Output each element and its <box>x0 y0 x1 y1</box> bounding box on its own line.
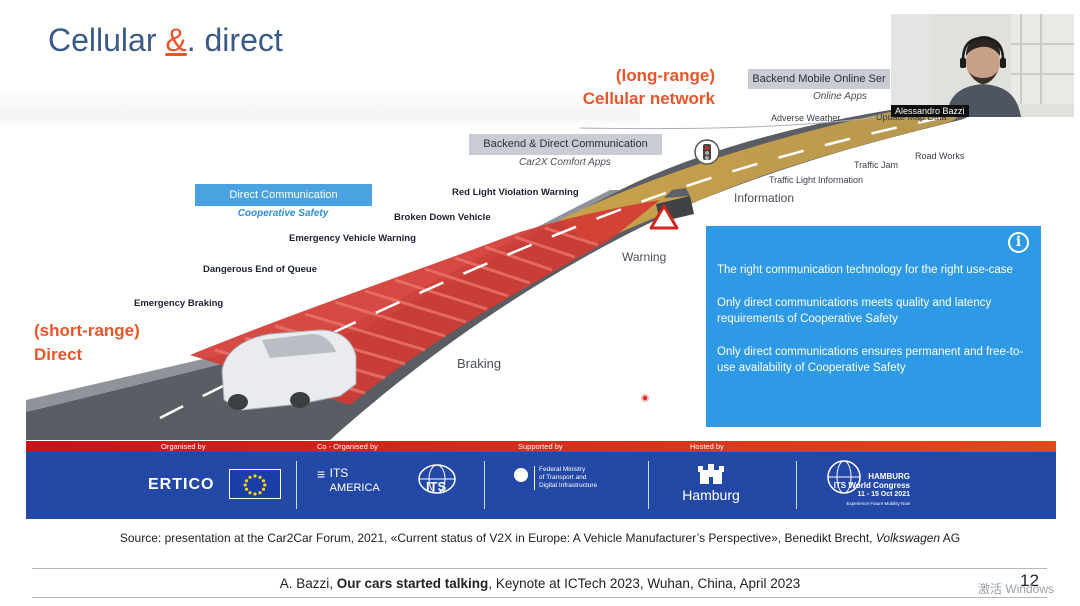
its-congress-globe-icon <box>824 457 864 497</box>
participant-name: Alessandro Bazzi <box>891 105 969 117</box>
car-illustration <box>221 329 357 411</box>
backend-direct-box: Backend & Direct Communication <box>469 134 662 155</box>
title-part2: . direct <box>186 22 283 58</box>
banner-supported-by: Supported by <box>518 442 563 451</box>
warning-triangle-icon <box>649 204 679 230</box>
source-citation: Source: presentation at the Car2Car Foru… <box>119 531 961 545</box>
car2x-apps-label: Car2X Comfort Apps <box>519 157 611 168</box>
eu-flag-icon <box>229 469 281 499</box>
road-edge-line <box>579 111 911 130</box>
banner-organised-by: Organised by <box>161 442 206 451</box>
info-paragraph-3: Only direct communications ensures perma… <box>717 346 1024 374</box>
traffic-light-icon <box>694 139 720 165</box>
use-case-red-light: Red Light Violation Warning <box>452 187 579 198</box>
info-road-works: Road Works <box>915 151 965 161</box>
its-america-logo: ≡ ITS AMERICA <box>317 466 380 494</box>
banner-red-strip <box>26 441 1056 452</box>
participant-video[interactable]: Alessandro Bazzi <box>891 14 1074 117</box>
footer-rule-bottom <box>32 597 1047 598</box>
banner-hosted-by: Hosted by <box>690 442 724 451</box>
backend-mobile-box: Backend Mobile Online Ser <box>748 69 890 89</box>
skyline-background <box>0 88 640 128</box>
windows-activation-watermark: 激活 Windows <box>978 582 1055 596</box>
banner-separator <box>796 461 797 509</box>
its-world-congress-logo: HAMBURG ITS World Congress 11 - 15 Oct 2… <box>833 472 910 506</box>
slide-footer: A. Bazzi, Our cars started talking, Keyn… <box>279 576 801 591</box>
use-case-emergency-braking: Emergency Braking <box>134 298 224 309</box>
participant-video-feed <box>891 14 1074 117</box>
banner-separator <box>296 461 297 509</box>
ertico-logo: ERTICO <box>148 476 215 493</box>
info-box: i The right communication technology for… <box>706 226 1041 427</box>
short-range-label: (short-range)Direct <box>34 321 140 364</box>
its-globe-logo: ITS <box>412 463 462 499</box>
hamburg-castle-icon <box>698 464 724 484</box>
direct-communication-box: Direct Communication <box>195 184 372 206</box>
info-update-map: Update Map Data <box>876 112 947 122</box>
use-case-broken-down: Broken Down Vehicle <box>394 212 491 223</box>
title-amp: & <box>165 22 187 58</box>
road-shoulder <box>26 190 620 412</box>
title-part1: Cellular <box>48 22 166 58</box>
online-apps-label: Online Apps <box>812 91 868 102</box>
footer-rule-top <box>32 568 1047 569</box>
info-traffic-light: Traffic Light Information <box>769 175 864 185</box>
zone-braking: Braking <box>457 356 502 371</box>
cooperative-safety-label: Cooperative Safety <box>237 208 329 219</box>
page-number: 12 <box>1020 571 1039 590</box>
banner-co-organised-by: Co - Organised by <box>317 442 378 451</box>
zone-information: Information <box>734 191 795 205</box>
sponsor-banner <box>26 452 1056 519</box>
banner-separator <box>484 461 485 509</box>
info-paragraph-1: The right communication technology for t… <box>717 264 1013 276</box>
info-icon: i <box>1008 232 1029 253</box>
use-case-emergency-vehicle: Emergency Vehicle Warning <box>289 233 416 244</box>
hamburg-logo: Hamburg <box>676 462 746 503</box>
federal-ministry-logo: Federal Ministry of Transport and Digita… <box>514 466 597 490</box>
zone-warning: Warning <box>622 250 667 264</box>
info-paragraph-2: Only direct communications meets quality… <box>717 297 992 325</box>
long-range-label: (long-range)Cellular network <box>582 66 715 108</box>
slide-title: Cellular &. direct <box>48 22 283 59</box>
info-adverse-weather: Adverse Weather <box>771 113 841 123</box>
banner-separator <box>648 461 649 509</box>
use-case-dangerous-end: Dangerous End of Queue <box>203 264 318 275</box>
info-traffic-jam: Traffic Jam <box>854 160 899 170</box>
